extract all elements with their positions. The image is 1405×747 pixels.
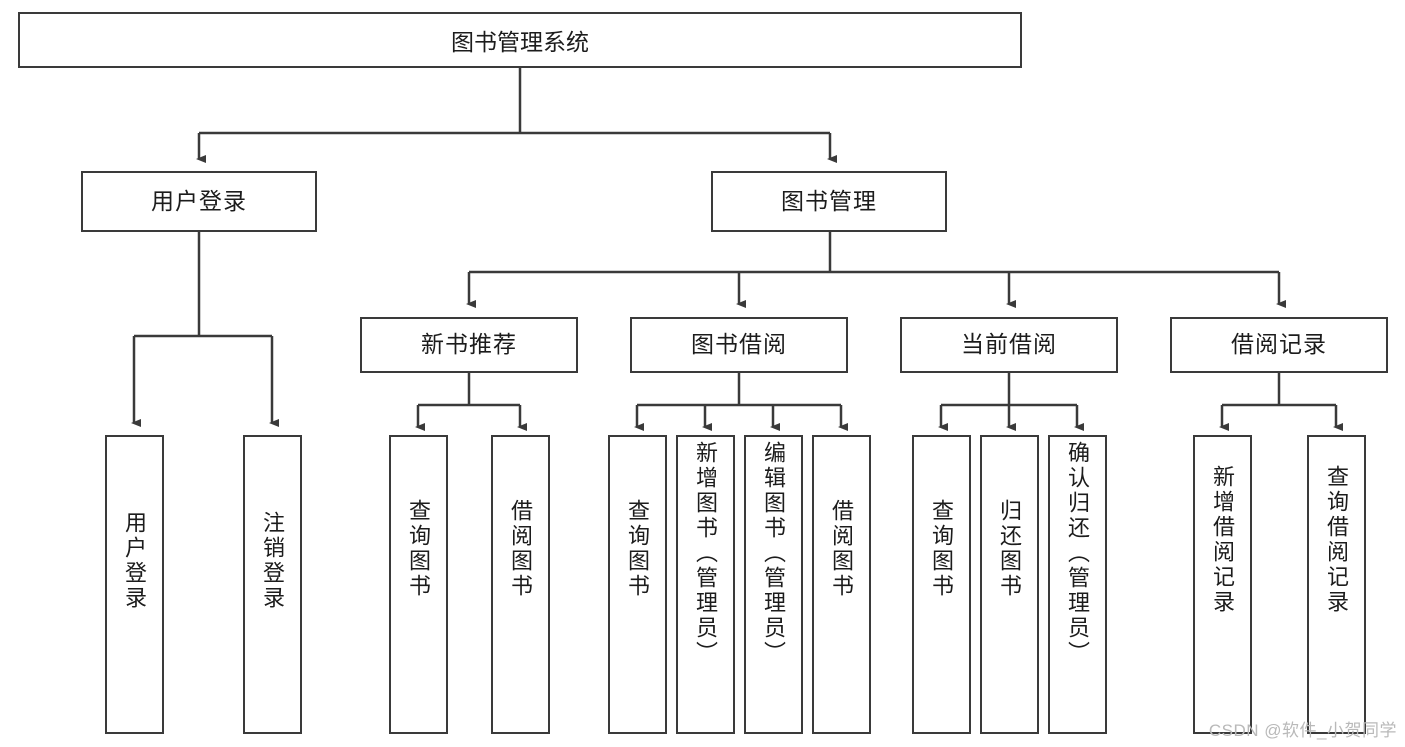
csdn-watermark: CSDN @软件_小贺同学 xyxy=(1208,721,1397,740)
leaf-label: 确认归还（管理员） xyxy=(1065,441,1091,666)
leaf-new-book-query[interactable]: 查询图书 xyxy=(389,435,448,734)
node-user-login-label: 用户登录 xyxy=(151,187,247,214)
node-borrow-record[interactable]: 借阅记录 xyxy=(1170,317,1388,373)
leaf-label: 编辑图书（管理员） xyxy=(761,441,787,666)
leaf-user-login-logout[interactable]: 注销登录 xyxy=(243,435,302,734)
leaf-borrow-borrow-book[interactable]: 借阅图书 xyxy=(812,435,871,734)
node-book-management[interactable]: 图书管理 xyxy=(711,171,947,232)
node-book-management-label: 图书管理 xyxy=(781,187,877,214)
leaf-label: 新增图书（管理员） xyxy=(693,441,719,666)
leaf-label: 归还图书 xyxy=(997,499,1023,599)
leaf-label: 查询图书 xyxy=(406,499,432,599)
leaf-label: 新增借阅记录 xyxy=(1210,465,1236,615)
leaf-current-confirm-return[interactable]: 确认归还（管理员） xyxy=(1048,435,1107,734)
leaf-current-return-book[interactable]: 归还图书 xyxy=(980,435,1039,734)
leaf-record-add-record[interactable]: 新增借阅记录 xyxy=(1193,435,1252,734)
node-new-book-recommend-label: 新书推荐 xyxy=(421,331,517,358)
node-current-borrow[interactable]: 当前借阅 xyxy=(900,317,1118,373)
leaf-label: 用户登录 xyxy=(122,511,148,611)
leaf-label: 查询图书 xyxy=(929,499,955,599)
node-current-borrow-label: 当前借阅 xyxy=(961,331,1057,358)
node-borrow-record-label: 借阅记录 xyxy=(1231,331,1327,358)
leaf-borrow-add-book[interactable]: 新增图书（管理员） xyxy=(676,435,735,734)
leaf-borrow-edit-book[interactable]: 编辑图书（管理员） xyxy=(744,435,803,734)
node-root-label: 图书管理系统 xyxy=(451,29,589,55)
node-book-borrow-label: 图书借阅 xyxy=(691,331,787,358)
node-root-system[interactable]: 图书管理系统 xyxy=(18,12,1022,68)
leaf-new-book-borrow[interactable]: 借阅图书 xyxy=(491,435,550,734)
leaf-label: 借阅图书 xyxy=(508,499,534,599)
leaf-current-query-book[interactable]: 查询图书 xyxy=(912,435,971,734)
node-book-borrow[interactable]: 图书借阅 xyxy=(630,317,848,373)
leaf-label: 查询图书 xyxy=(625,499,651,599)
leaf-label: 借阅图书 xyxy=(829,499,855,599)
leaf-label: 查询借阅记录 xyxy=(1324,465,1350,615)
leaf-borrow-query-book[interactable]: 查询图书 xyxy=(608,435,667,734)
node-user-login[interactable]: 用户登录 xyxy=(81,171,317,232)
leaf-record-query-record[interactable]: 查询借阅记录 xyxy=(1307,435,1366,734)
node-new-book-recommend[interactable]: 新书推荐 xyxy=(360,317,578,373)
leaf-label: 注销登录 xyxy=(260,511,286,611)
leaf-user-login-login[interactable]: 用户登录 xyxy=(105,435,164,734)
